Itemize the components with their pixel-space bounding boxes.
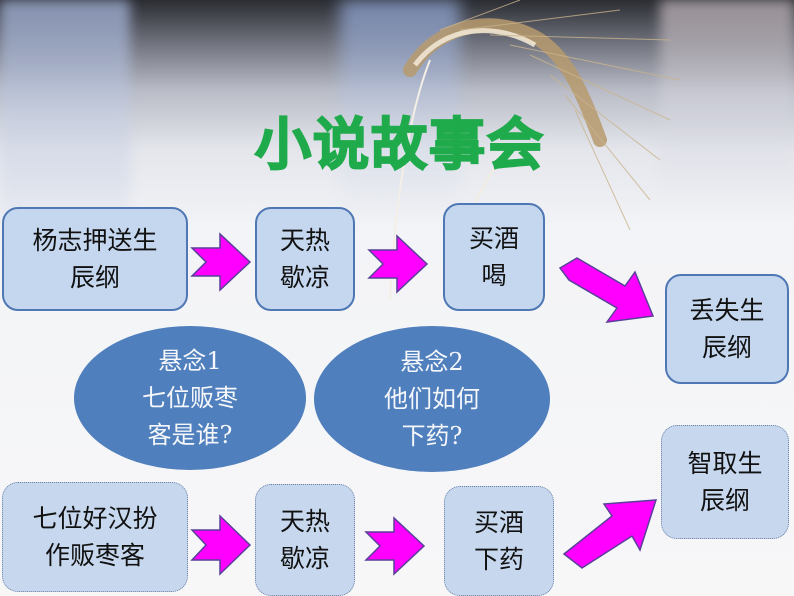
background-blur-right bbox=[660, 0, 794, 200]
bottom-box-seize-treasure-label: 智取生 辰纲 bbox=[687, 449, 763, 515]
bottom-box-disguise-label: 七位好汉扮 作贩枣客 bbox=[32, 504, 158, 570]
arrow-right-icon bbox=[367, 234, 429, 294]
bottom-box-drug-wine: 买酒 下药 bbox=[444, 486, 554, 596]
bottom-box-disguise: 七位好汉扮 作贩枣客 bbox=[2, 482, 188, 592]
suspense-ellipse-1: 悬念1 七位贩枣 客是谁? bbox=[74, 326, 306, 470]
bottom-box-rest-label: 天热 歇凉 bbox=[279, 507, 330, 573]
suspense-ellipse-2: 悬念2 他们如何 下药? bbox=[314, 326, 550, 472]
arrow-down-right-icon bbox=[558, 257, 655, 323]
suspense-1-label: 悬念1 七位贩枣 客是谁? bbox=[142, 346, 238, 449]
arrow-right-icon bbox=[190, 232, 252, 292]
top-box-escort: 杨志押送生 辰纲 bbox=[2, 207, 188, 311]
top-box-rest: 天热 歇凉 bbox=[255, 207, 355, 311]
top-box-lose-treasure: 丢失生 辰纲 bbox=[665, 274, 789, 384]
top-box-rest-label: 天热 歇凉 bbox=[279, 226, 330, 292]
top-box-buy-wine: 买酒 喝 bbox=[443, 203, 545, 311]
bottom-box-drug-wine-label: 买酒 下药 bbox=[473, 508, 524, 574]
bottom-box-rest: 天热 歇凉 bbox=[255, 484, 355, 596]
bottom-box-seize-treasure: 智取生 辰纲 bbox=[661, 425, 789, 539]
top-box-escort-label: 杨志押送生 辰纲 bbox=[32, 226, 158, 292]
top-box-lose-treasure-label: 丢失生 辰纲 bbox=[689, 296, 765, 362]
suspense-2-label: 悬念2 他们如何 下药? bbox=[384, 347, 480, 450]
top-box-buy-wine-label: 买酒 喝 bbox=[468, 224, 519, 290]
arrow-up-right-icon bbox=[562, 499, 658, 569]
page-title: 小说故事会 bbox=[254, 112, 545, 179]
arrow-right-icon bbox=[190, 514, 252, 576]
arrow-right-icon bbox=[364, 516, 426, 576]
